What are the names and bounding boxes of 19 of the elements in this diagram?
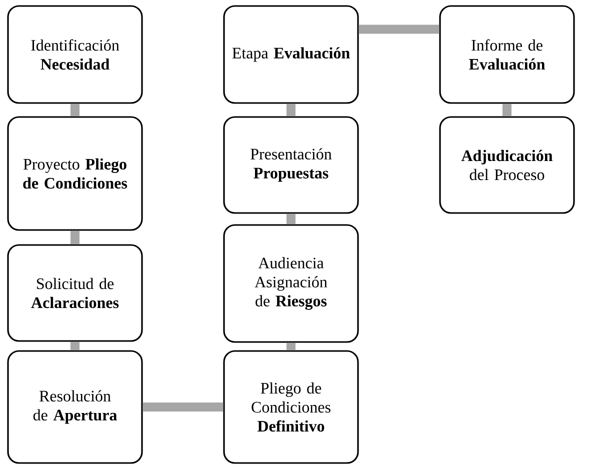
connector-bar [286,104,296,116]
process-box: Resolución de Apertura [7,350,143,464]
process-box: Solicitud de Aclaraciones [7,244,143,342]
connector-bar [286,214,296,224]
connector-bar [70,342,80,350]
process-box: Identificación Necesidad [7,5,143,104]
process-box: Proyecto Pliego de Condiciones [7,116,143,231]
process-box: Pliego de Condiciones Definitivo [223,350,359,464]
process-box: Informe de Evaluación [439,5,575,104]
connector-bar [70,104,80,116]
connector-bar [286,342,296,350]
process-box: Presentación Propuestas [223,116,359,214]
process-box: Etapa Evaluación [223,5,359,104]
connector-bar [70,230,80,244]
process-box: Adjudicación del Proceso [439,116,575,214]
connector-bar [358,24,440,34]
process-box: Audiencia Asignación de Riesgos [223,224,359,343]
connector-bar [142,402,224,412]
connector-bar [502,104,512,116]
